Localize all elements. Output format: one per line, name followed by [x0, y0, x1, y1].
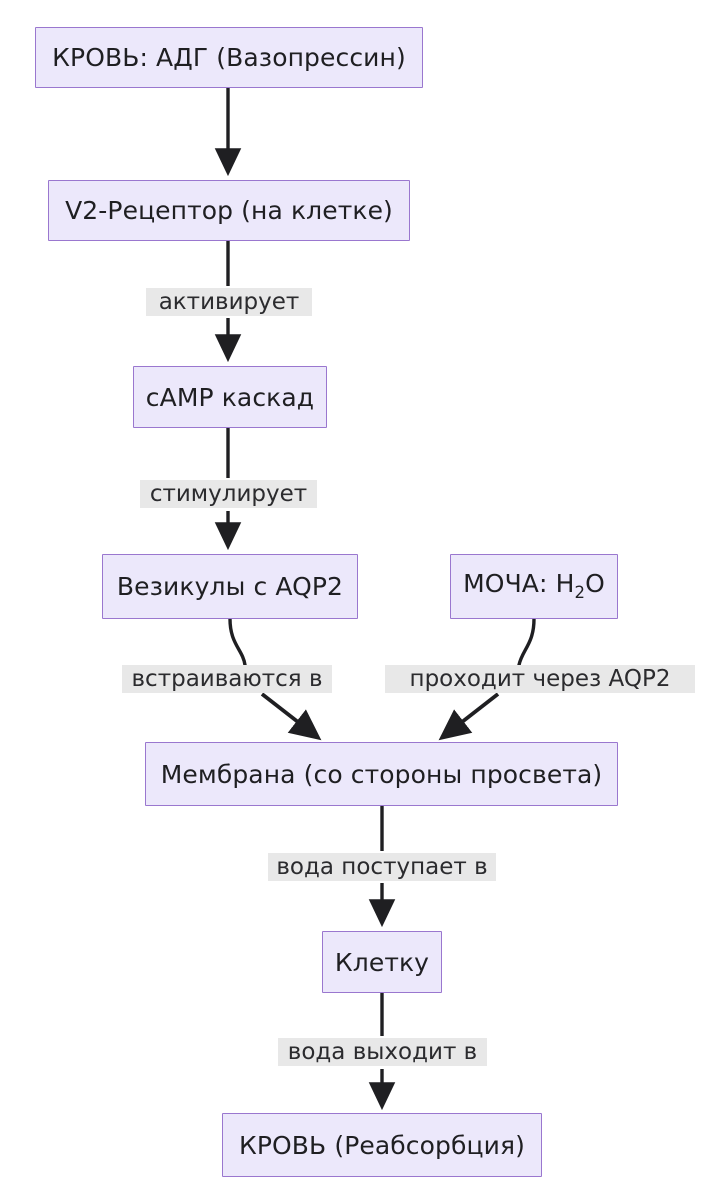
node-camp-cascade[interactable]: cAMP каскад [133, 366, 327, 428]
edge-label-stimulates-text: стимулирует [149, 481, 308, 507]
node-urine-water-subscript: 2 [574, 583, 586, 603]
node-urine-water-prefix: МОЧА: H [463, 569, 575, 599]
node-v2-receptor-label: V2-Рецептор (на клетке) [65, 196, 393, 225]
node-blood-reabsorption[interactable]: КРОВЬ (Реабсорбция) [222, 1113, 542, 1177]
edge-label-activates-text: активирует [158, 289, 300, 315]
node-blood-reabsorption-label: КРОВЬ (Реабсорбция) [239, 1130, 525, 1160]
node-blood-adh-label: КРОВЬ: АДГ (Вазопрессин) [52, 43, 406, 72]
node-camp-cascade-label: cAMP каскад [145, 382, 315, 412]
node-urine-water-suffix: O [585, 569, 605, 599]
node-vesicles-aqp2[interactable]: Везикулы с AQP2 [102, 554, 358, 619]
node-v2-receptor[interactable]: V2-Рецептор (на клетке) [48, 180, 410, 241]
edge-label-water-enters-text: вода поступает в [276, 854, 488, 880]
edge-label-stimulates: стимулирует [140, 480, 317, 508]
node-cell[interactable]: Клетку [322, 931, 442, 993]
edge-label-water-exits: вода выходит в [278, 1038, 487, 1066]
edge-label-inserted-into: встраиваются в [122, 665, 332, 693]
node-cell-label: Клетку [334, 947, 430, 977]
node-vesicles-aqp2-label: Везикулы с AQP2 [116, 572, 344, 601]
edge-label-passes-through-aqp2: проходит через AQP2 [385, 665, 695, 693]
node-membrane-luminal-label: Мембрана (со стороны просвета) [160, 759, 603, 789]
edge-label-water-exits-text: вода выходит в [287, 1039, 478, 1065]
node-urine-water[interactable]: МОЧА: H2O [450, 554, 618, 619]
node-blood-adh[interactable]: КРОВЬ: АДГ (Вазопрессин) [35, 27, 423, 88]
edge-label-inserted-into-text: встраиваются в [131, 666, 323, 692]
edge-label-passes-through-aqp2-text: проходит через AQP2 [409, 666, 671, 692]
edge-label-activates: активирует [146, 288, 312, 316]
edge-label-water-enters: вода поступает в [268, 853, 496, 881]
node-urine-water-label: МОЧА: H2O [461, 571, 607, 602]
node-membrane-luminal[interactable]: Мембрана (со стороны просвета) [145, 742, 618, 806]
